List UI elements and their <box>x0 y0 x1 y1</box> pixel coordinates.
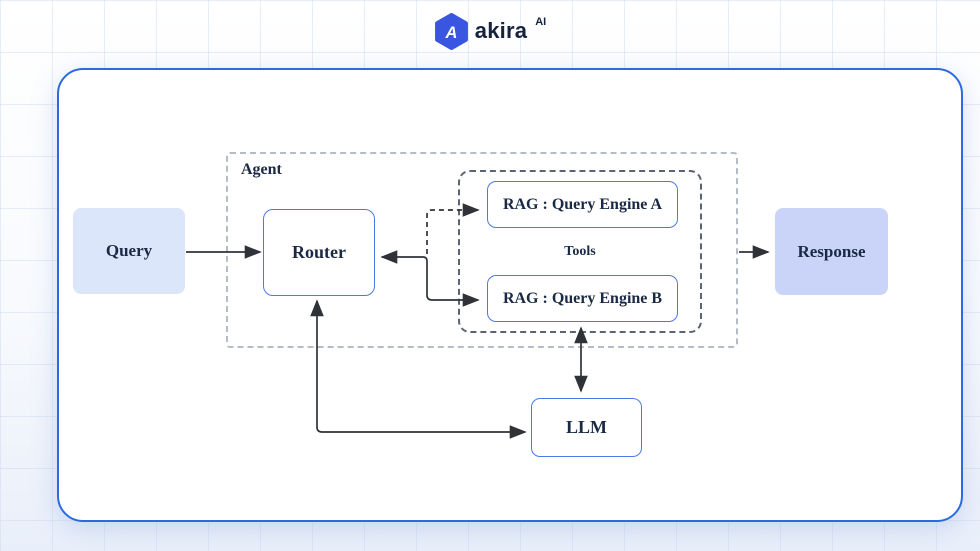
node-query-label: Query <box>105 241 153 260</box>
node-query: Query <box>73 208 185 294</box>
agent-group-label: Agent <box>241 161 282 178</box>
node-router-label: Router <box>292 242 346 262</box>
brand-header: A akira AI <box>0 0 980 62</box>
brand-name: akira <box>474 18 528 43</box>
node-rag-a-label: RAG : Query Engine A <box>502 195 663 213</box>
node-llm: LLM <box>531 398 642 457</box>
node-llm-label: LLM <box>565 417 607 437</box>
node-rag-query-engine-a: RAG : Query Engine A <box>487 181 678 228</box>
tools-group-label: Tools <box>564 244 596 259</box>
node-rag-query-engine-b: RAG : Query Engine B <box>487 275 678 322</box>
node-router: Router <box>263 209 375 296</box>
node-response: Response <box>775 208 888 295</box>
brand-superscript: AI <box>535 16 547 28</box>
logo-letter: A <box>444 24 457 42</box>
hexagon-a-icon: A <box>434 12 468 50</box>
node-rag-b-label: RAG : Query Engine B <box>502 289 663 307</box>
node-response-label: Response <box>797 241 866 261</box>
